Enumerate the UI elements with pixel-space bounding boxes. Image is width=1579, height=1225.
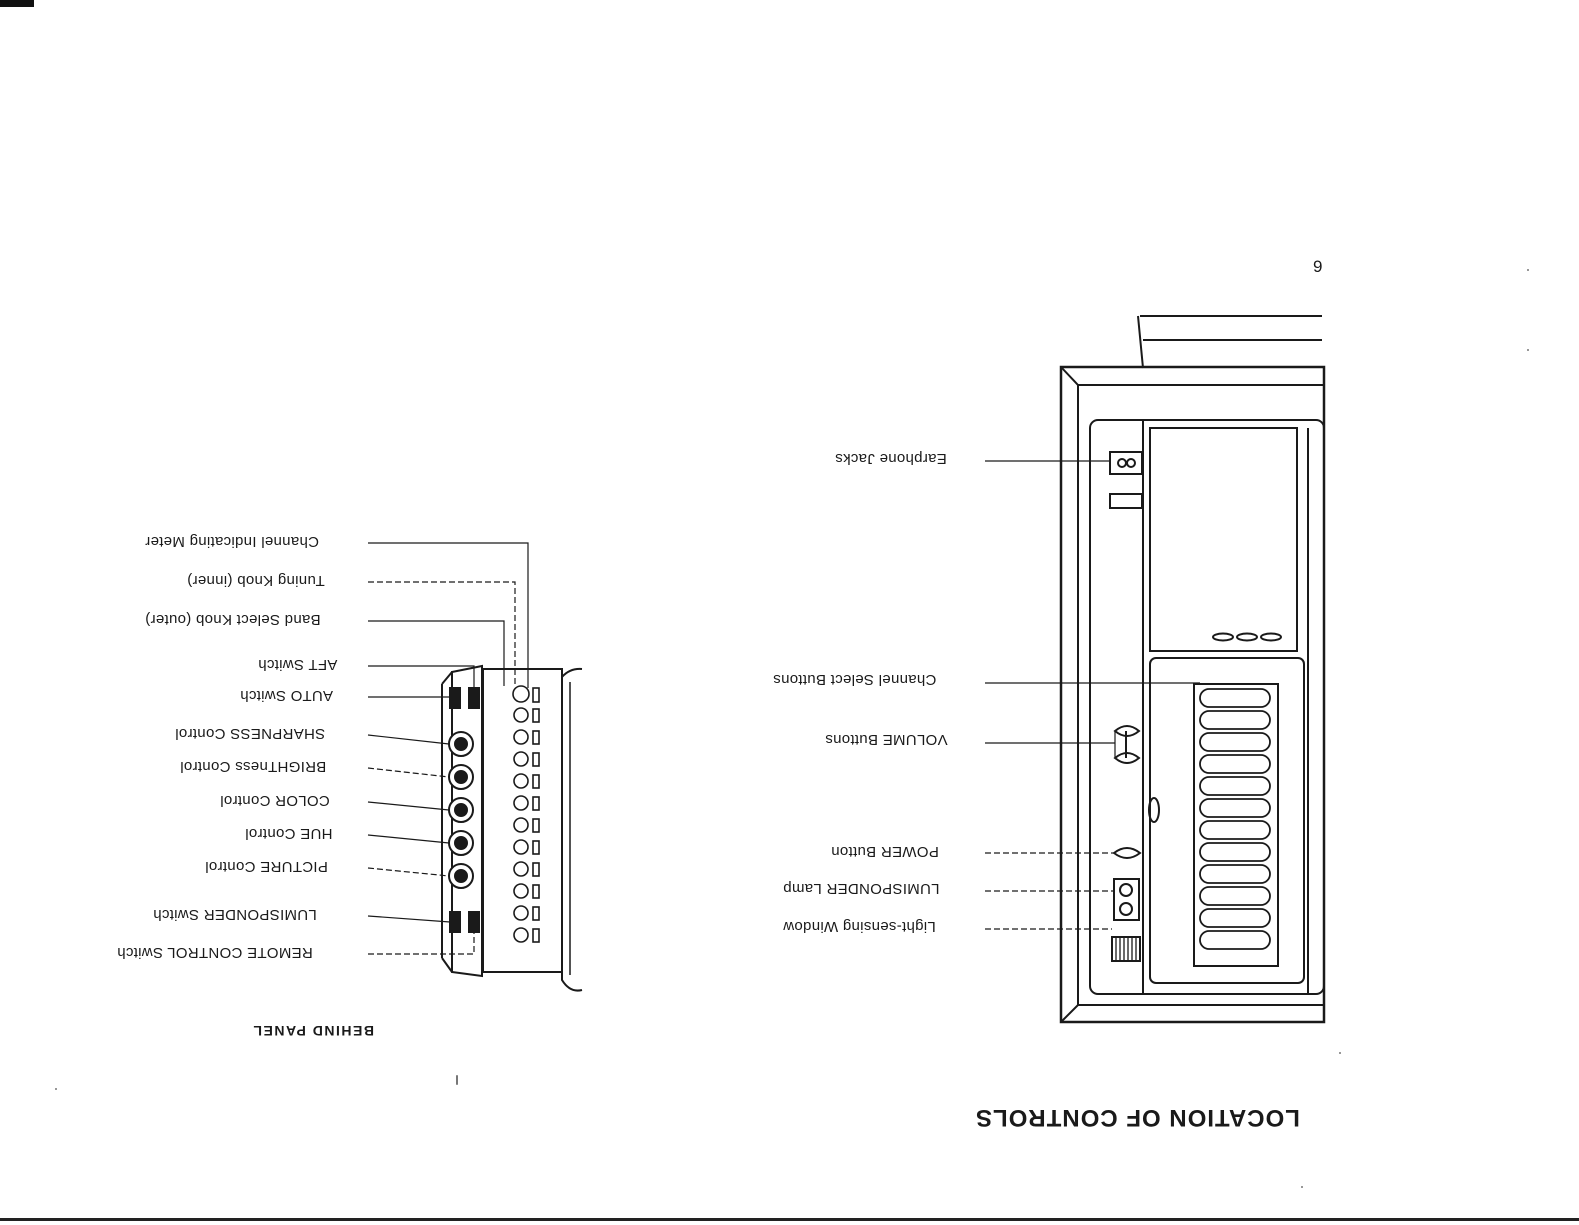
channel-button	[1199, 842, 1271, 862]
label-sharpness-control: SHARPNESS Control	[175, 725, 326, 742]
label-band-select-knob: Band Select Knob (outer)	[145, 611, 321, 628]
channel-button-block	[1193, 683, 1279, 967]
tv-cabinet-outer	[1059, 365, 1326, 1024]
tv-cabinet-inner	[1089, 419, 1325, 995]
panel-controls	[448, 687, 480, 933]
channel-button	[1199, 820, 1271, 840]
scan-speck	[1301, 1186, 1303, 1188]
page-number: 9	[1313, 257, 1323, 276]
label-tuning-knob: Tuning Knob (inner)	[187, 572, 325, 589]
leader-lines	[367, 460, 1200, 955]
channel-button	[1199, 710, 1271, 730]
scan-speck	[55, 1088, 57, 1090]
channel-panel	[1149, 657, 1305, 984]
label-picture-control: PICTURE Control	[205, 858, 328, 875]
scan-speck	[456, 1075, 458, 1085]
label-hue-control: HUE Control	[245, 825, 333, 842]
label-aft-switch: AFT Switch	[258, 656, 338, 673]
channel-button	[1199, 688, 1271, 708]
light-sensing-grille	[1111, 936, 1141, 962]
label-light-sensing-window: Light-sensing Window	[783, 918, 936, 935]
tv-screen-window	[1149, 427, 1298, 652]
channel-button	[1199, 732, 1271, 752]
label-remote-control-switch: REMOTE CONTROL Switch	[117, 944, 313, 961]
label-auto-switch: AUTO Switch	[240, 687, 334, 704]
channel-buttons	[1199, 688, 1271, 950]
channel-button	[1199, 886, 1271, 906]
label-volume-buttons: VOLUME Buttons	[825, 731, 948, 748]
scan-speck	[1527, 269, 1529, 271]
label-color-control: COLOR Control	[220, 792, 330, 809]
channel-button	[1199, 864, 1271, 884]
strip-slot	[1109, 493, 1143, 509]
page-title: LOCATION OF CONTROLS	[975, 1104, 1300, 1131]
preset-column	[512, 685, 540, 943]
channel-button	[1199, 908, 1271, 928]
earphone-jack-box	[1109, 451, 1143, 475]
behind-panel-main	[482, 668, 563, 973]
label-lumisponder-lamp: LUMISPONDER Lamp	[783, 880, 940, 897]
channel-button	[1199, 930, 1271, 950]
label-channel-select-buttons: Channel Select Buttons	[773, 671, 937, 688]
label-channel-indicating-meter: Channel Indicating Meter	[145, 533, 319, 550]
channel-button	[1199, 776, 1271, 796]
section-subtitle: BEHIND PANEL	[252, 1023, 374, 1039]
label-brightness-control: BRIGHTness Control	[180, 758, 327, 775]
channel-button	[1199, 754, 1271, 774]
label-earphone-jacks: Earphone Jacks	[835, 450, 947, 467]
label-power-button: POWER Button	[831, 843, 939, 860]
channel-button	[1199, 798, 1271, 818]
label-lumisponder-switch: LUMISPONDER Switch	[153, 906, 317, 923]
lumisponder-lamp-box	[1113, 878, 1140, 921]
scan-speck	[1339, 1052, 1341, 1054]
page-bottom-edge	[0, 1218, 1579, 1221]
scan-speck	[1527, 349, 1529, 351]
registration-mark	[0, 0, 34, 7]
